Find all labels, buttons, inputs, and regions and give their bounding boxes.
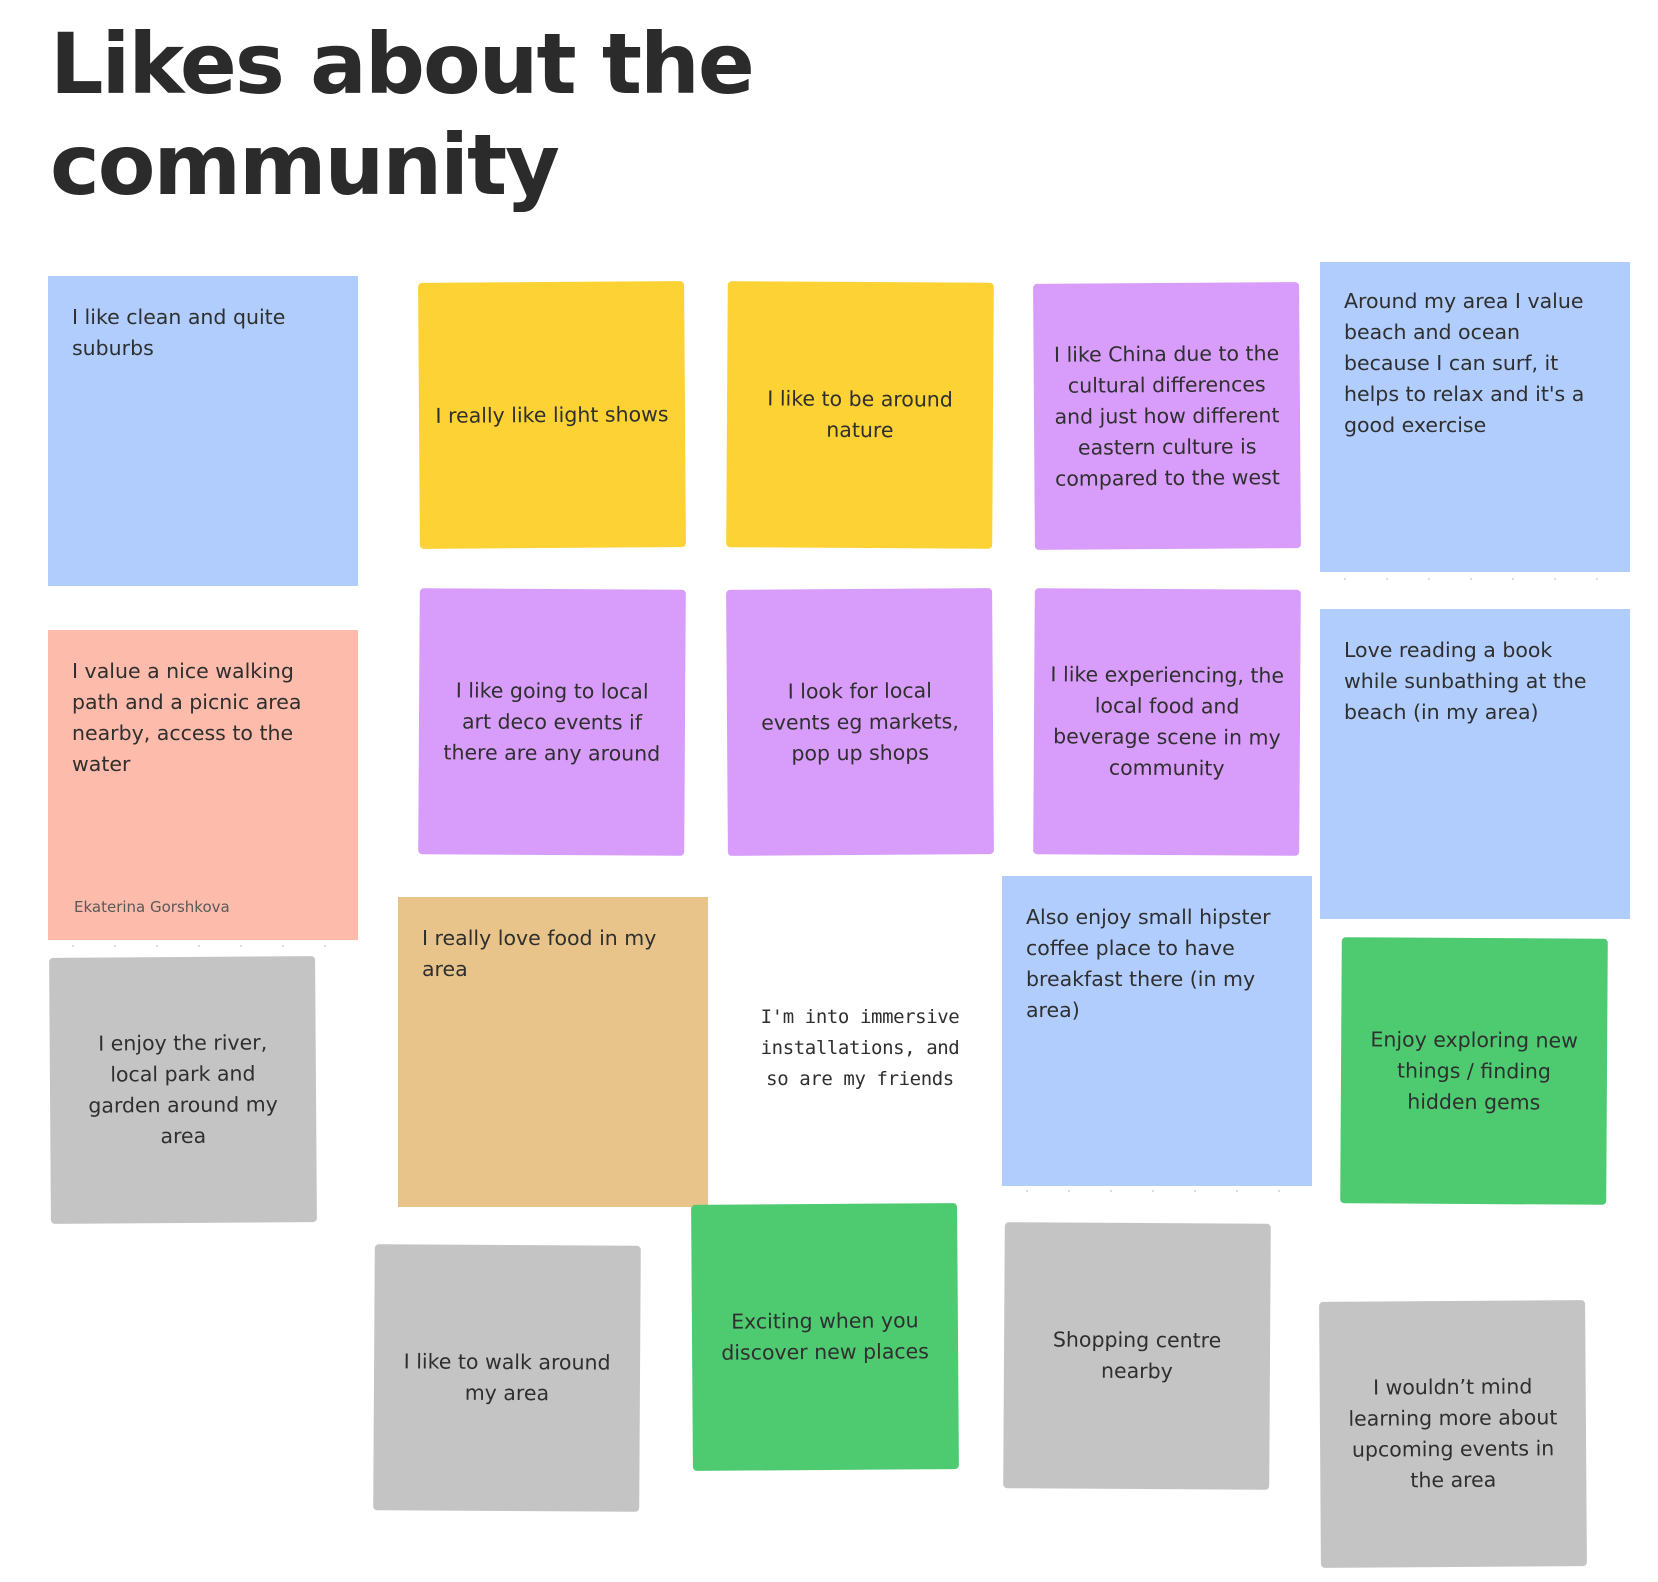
sticky-note-reading-beach[interactable]: Love reading a book while sunbathing at … [1320,609,1630,919]
sticky-note-light-shows[interactable]: I really like light shows [418,281,686,549]
sticky-note-text: Also enjoy small hipster coffee place to… [1026,905,1271,1022]
sticky-note-discover-places[interactable]: Exciting when you discover new places [691,1203,959,1471]
sticky-note-author: Ekaterina Gorshkova [74,898,230,916]
sticky-note-text: I look for local events eg markets, pop … [761,677,959,765]
sticky-note-love-food[interactable]: I really love food in my area [398,897,708,1207]
sticky-note-text: Around my area I value beach and ocean b… [1344,289,1585,437]
note-divider [52,945,352,947]
sticky-note-china-culture[interactable]: I like China due to the cultural differe… [1033,282,1301,550]
note-divider [1006,1190,1306,1192]
sticky-note-shopping-centre[interactable]: Shopping centre nearby [1003,1222,1271,1490]
sticky-note-text: Enjoy exploring new things / finding hid… [1370,1026,1578,1114]
sticky-note-local-events[interactable]: I look for local events eg markets, pop … [726,588,994,856]
sticky-note-exploring[interactable]: Enjoy exploring new things / finding hid… [1340,937,1608,1205]
sticky-note-text: I like to walk around my area [403,1349,611,1406]
board-title: Likes about the community [50,15,755,214]
sticky-note-art-deco[interactable]: I like going to local art deco events if… [418,588,686,856]
sticky-note-text: I'm into immersive installations, and so… [760,1005,960,1090]
sticky-note-text: Shopping centre nearby [1052,1327,1222,1384]
sticky-note-upcoming-events[interactable]: I wouldn’t mind learning more about upco… [1319,1300,1587,1568]
sticky-note-text: Exciting when you discover new places [721,1308,929,1365]
sticky-note-clean-suburbs[interactable]: I like clean and quite suburbs [48,276,358,586]
sticky-note-text: I enjoy the river, local park and garden… [88,1030,278,1149]
sticky-note-text: I value a nice walking path and a picnic… [72,659,302,776]
sticky-note-text: I like clean and quite suburbs [72,305,286,360]
sticky-note-text: I really love food in my area [422,926,657,981]
sticky-note-text: I wouldn’t mind learning more about upco… [1348,1374,1558,1493]
sticky-note-text: Love reading a book while sunbathing at … [1344,638,1587,724]
sticky-note-walk-around[interactable]: I like to walk around my area [373,1244,641,1512]
sticky-note-hipster-coffee[interactable]: Also enjoy small hipster coffee place to… [1002,876,1312,1186]
sticky-note-food-beverage[interactable]: I like experiencing, the local food and … [1033,588,1301,856]
sticky-note-text: I like to be around nature [767,386,953,443]
sticky-note-beach-ocean[interactable]: Around my area I value beach and ocean b… [1320,262,1630,572]
sticky-note-text: I like experiencing, the local food and … [1050,662,1285,781]
sticky-note-text: I like going to local art deco events if… [443,677,661,766]
sticky-note-text: I like China due to the cultural differe… [1053,340,1280,491]
sticky-note-around-nature[interactable]: I like to be around nature [726,281,994,549]
sticky-note-walking-path[interactable]: I value a nice walking path and a picnic… [48,630,358,940]
note-divider [1324,578,1624,580]
sticky-note-text: I really like light shows [435,401,669,428]
sticky-note-river-park[interactable]: I enjoy the river, local park and garden… [49,956,317,1224]
sticky-note-immersive[interactable]: I'm into immersive installations, and so… [727,915,993,1181]
